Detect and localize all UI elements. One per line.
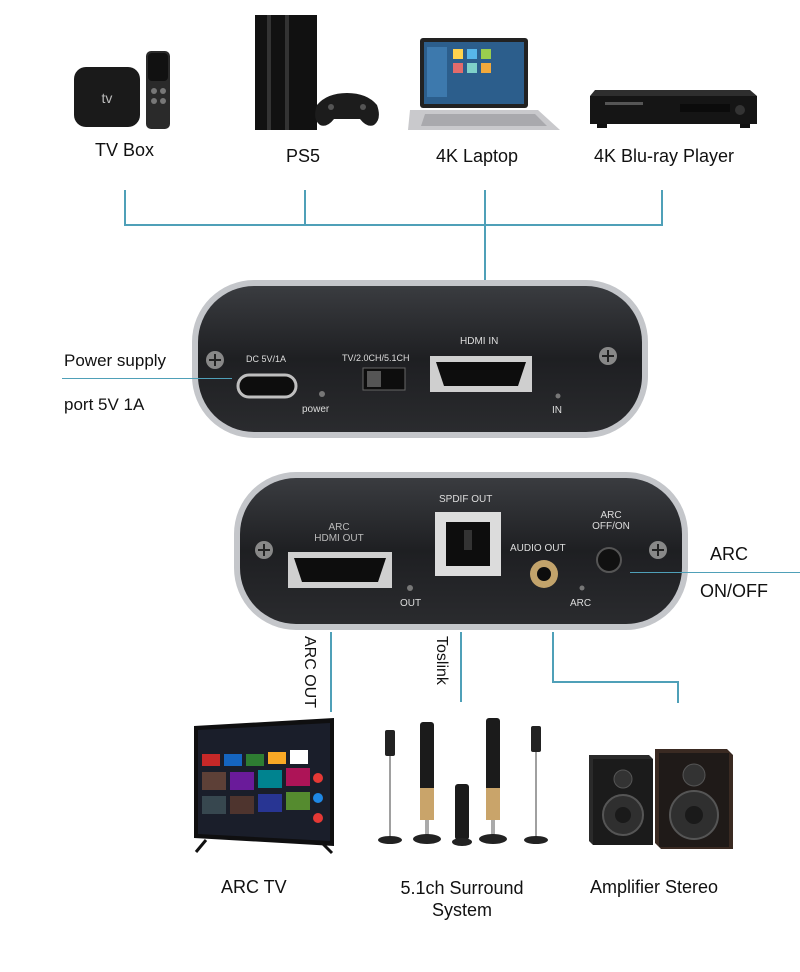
connector-line <box>124 224 663 226</box>
mode-switch-label: TV/2.0CH/5.1CH <box>342 353 410 363</box>
arc-led-label: ARC <box>570 598 592 609</box>
power-supply-label: Power supply <box>64 351 167 370</box>
hdmi-out-label: HDMI OUT <box>314 533 364 544</box>
spdif-out-label: SPDIF OUT <box>439 494 493 505</box>
speakers-icon <box>375 718 555 852</box>
output-label-arc-tv: ARC TV <box>221 877 287 897</box>
arc-onoff-label: ARC <box>710 544 749 564</box>
audio-out-label: AUDIO OUT <box>510 543 566 554</box>
power-supply-pointer <box>62 378 232 379</box>
tv-box-icon: tv <box>70 45 180 135</box>
arc-label: ARC <box>328 522 350 533</box>
output-label-surround: 5.1ch Surround System <box>390 877 534 921</box>
game-console-icon <box>245 10 380 135</box>
arc-switch-label: ARC OFF/ON <box>588 510 634 532</box>
arc-out-label: ARC OUT <box>301 636 318 708</box>
connector-line <box>304 190 306 225</box>
in-led-label: IN <box>552 405 562 416</box>
arc-hdmi-out-label: ARC HDMI OUT <box>304 522 374 544</box>
arc-onoff-pointer <box>630 572 800 573</box>
svg-text:tv: tv <box>102 90 113 106</box>
output-label-amplifier: Amplifier Stereo <box>590 877 719 897</box>
arc-switch-label-1: ARC <box>600 510 622 521</box>
connector-line <box>460 632 462 702</box>
bluray-player-icon <box>585 82 760 132</box>
power-led-label: power <box>302 404 330 415</box>
connector-line <box>677 681 679 703</box>
source-label-tv-box: TV Box <box>95 140 155 160</box>
dc-port-label: DC 5V/1A <box>246 354 287 364</box>
source-label-4k-laptop: 4K Laptop <box>436 146 519 166</box>
connector-line <box>124 190 126 225</box>
arc-onoff-state-label: ON/OFF <box>700 581 768 601</box>
hdmi-in-label: HDMI IN <box>460 336 499 347</box>
arc-switch-label-2: OFF/ON <box>592 521 630 532</box>
power-supply-port-label: port 5V 1A <box>64 395 145 414</box>
connector-line <box>330 632 332 712</box>
connector-line <box>552 632 554 682</box>
laptop-icon <box>405 35 565 135</box>
tv-icon <box>190 718 338 856</box>
source-label-bluray: 4K Blu-ray Player <box>594 146 735 166</box>
extractor-input-panel: DC 5V/1A TV/2.0CH/5.1CH HDMI IN power IN <box>190 278 650 440</box>
source-label-ps5: PS5 <box>286 146 321 166</box>
surround-label-1: 5.1ch Surround <box>400 878 524 898</box>
connector-line <box>661 190 663 225</box>
stereo-speaker-icon <box>585 745 735 850</box>
out-led-label: OUT <box>400 598 422 609</box>
surround-label-2: System <box>431 900 492 920</box>
toslink-label: Toslink <box>433 636 450 685</box>
connector-line <box>484 190 486 280</box>
connector-line <box>552 681 679 683</box>
extractor-output-panel: ARC HDMI OUT SPDIF OUT AUDIO OUT ARC OFF… <box>232 470 690 632</box>
